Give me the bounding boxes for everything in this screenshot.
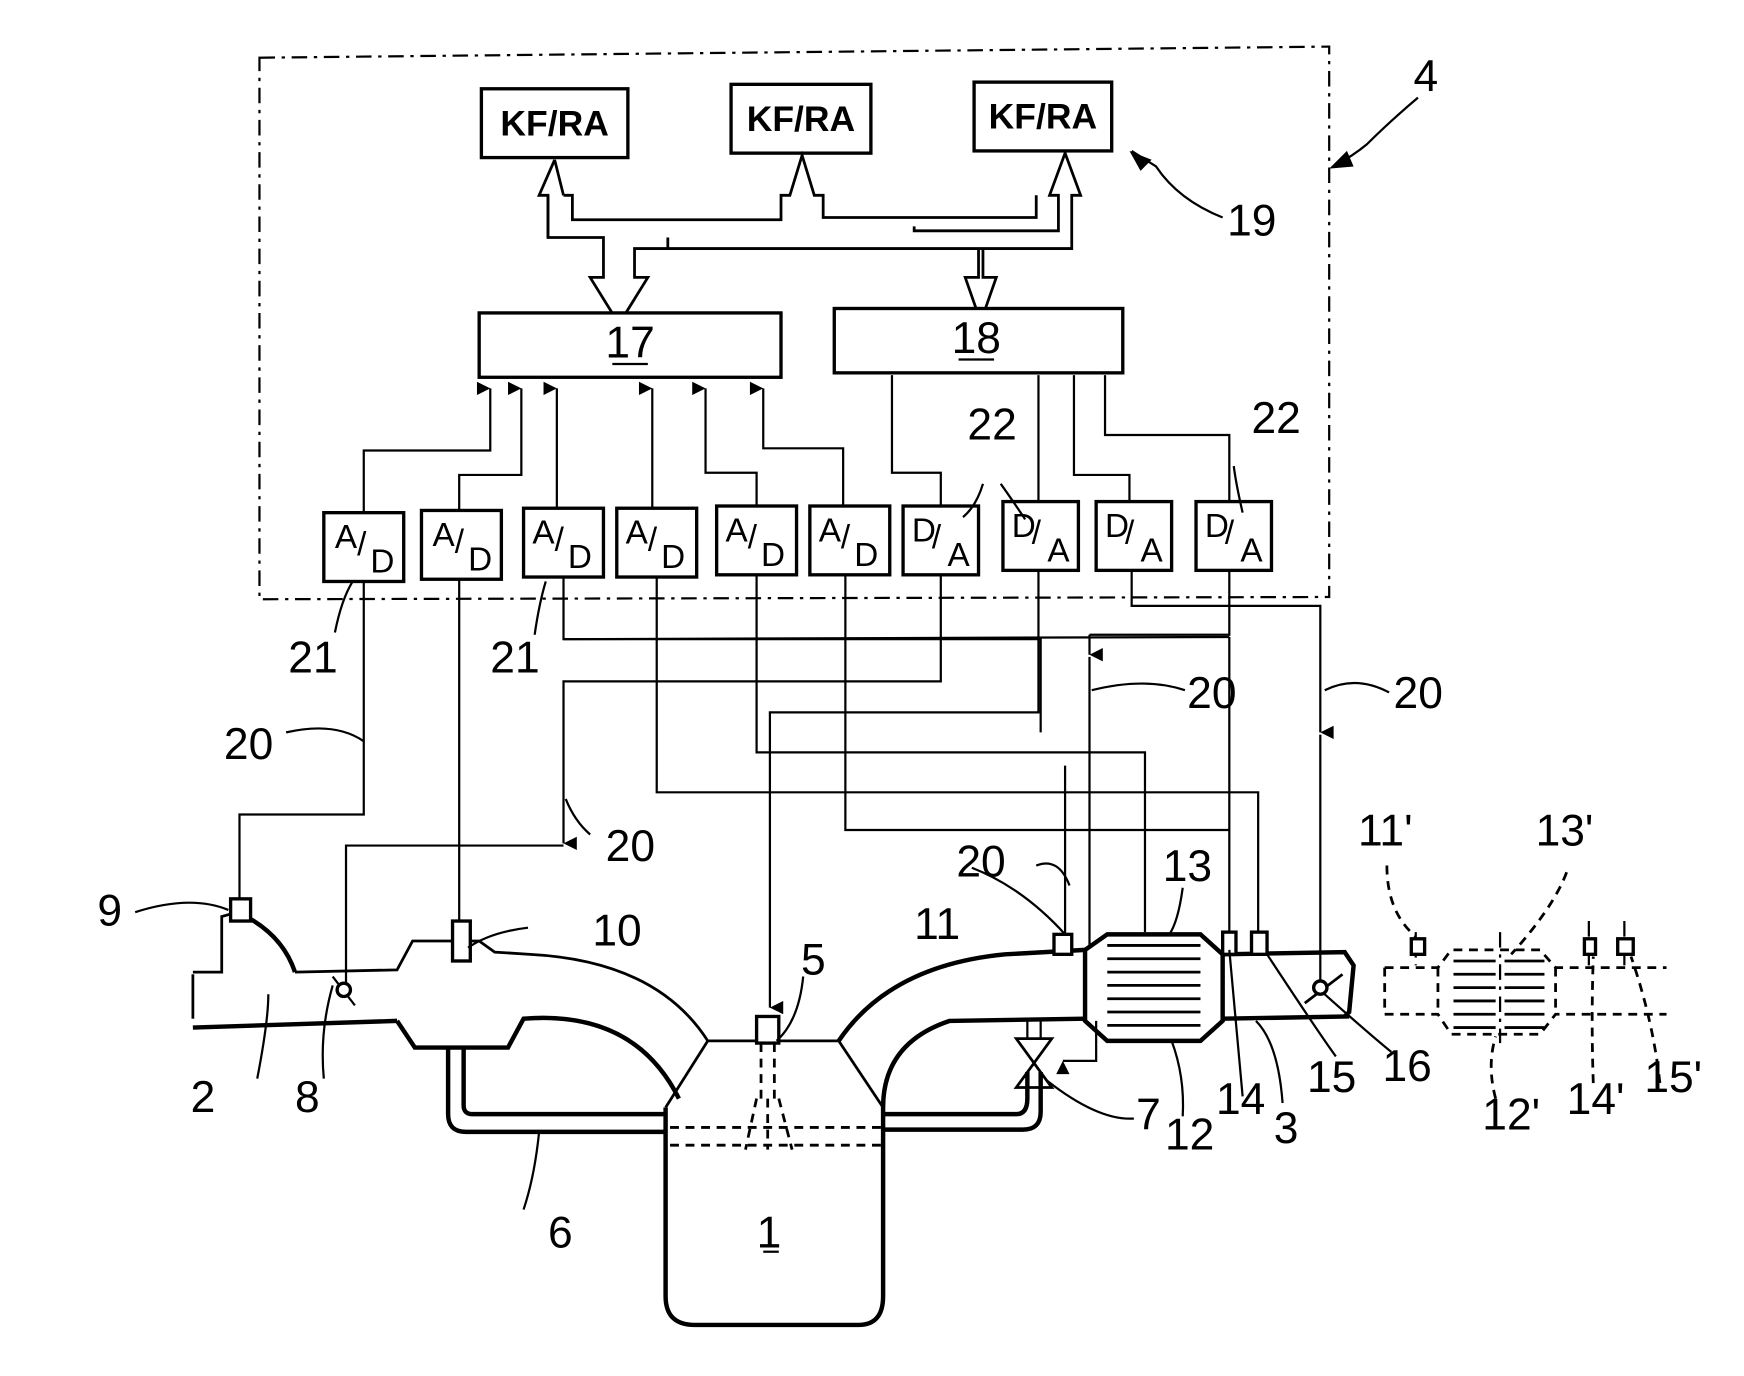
da-bus-lines xyxy=(892,375,1229,508)
engine-block xyxy=(666,1016,883,1324)
label-14-prime: 14' xyxy=(1567,1075,1625,1124)
label-8: 8 xyxy=(295,1073,320,1122)
da-converter-2: D / A xyxy=(1003,502,1078,571)
svg-text:/: / xyxy=(841,519,851,556)
svg-text:/: / xyxy=(648,521,658,558)
ad-converter-3: A / D xyxy=(524,508,604,577)
label-22a: 22 xyxy=(967,400,1016,449)
svg-text:D: D xyxy=(370,544,394,581)
svg-text:A: A xyxy=(947,537,970,574)
ad-converter-4: A / D xyxy=(617,508,697,577)
label-20b: 20 xyxy=(1187,669,1236,718)
svg-text:/: / xyxy=(1225,515,1235,552)
da-converter-1: D / A xyxy=(903,506,978,575)
svg-text:D: D xyxy=(761,537,785,574)
label-1: 1 xyxy=(757,1208,782,1257)
signal-lines xyxy=(239,570,1320,1007)
label-6: 6 xyxy=(548,1208,573,1257)
svg-text:A: A xyxy=(335,519,358,556)
processor-17: 17 xyxy=(479,313,781,377)
label-21a: 21 xyxy=(288,633,337,682)
reference-numerals: 4 19 22 22 21 21 20 20 20 20 20 9 10 5 1… xyxy=(97,52,1702,1257)
label-3: 3 xyxy=(1274,1104,1299,1153)
label-12: 12 xyxy=(1165,1111,1214,1160)
processor-17-label: 17 xyxy=(605,318,654,367)
label-14: 14 xyxy=(1216,1075,1265,1124)
svg-text:D: D xyxy=(661,539,685,576)
label-11: 11 xyxy=(914,900,960,949)
label-7: 7 xyxy=(1136,1091,1161,1140)
da-converter-4: D / A xyxy=(1196,502,1271,571)
label-13-prime: 13' xyxy=(1536,807,1594,856)
svg-text:D: D xyxy=(468,541,492,578)
svg-text:/: / xyxy=(357,526,367,563)
exhaust-system xyxy=(839,932,1354,1107)
ad-converter-1: A / D xyxy=(324,513,404,582)
label-13: 13 xyxy=(1163,842,1212,891)
label-16: 16 xyxy=(1382,1042,1431,1091)
map-block-2: KF/RA xyxy=(731,84,871,153)
svg-text:/: / xyxy=(748,519,758,556)
svg-text:A: A xyxy=(626,515,649,552)
processor-18: 18 xyxy=(834,308,1123,372)
svg-text:A: A xyxy=(433,517,456,554)
svg-text:D: D xyxy=(854,537,878,574)
svg-text:/: / xyxy=(1032,515,1042,552)
svg-text:A: A xyxy=(1141,532,1164,569)
label-15: 15 xyxy=(1307,1053,1356,1102)
svg-text:/: / xyxy=(1125,515,1135,552)
svg-text:A: A xyxy=(819,513,842,550)
label-19: 19 xyxy=(1227,196,1276,245)
svg-text:A: A xyxy=(532,515,555,552)
label-12-prime: 12' xyxy=(1482,1091,1540,1140)
svg-text:/: / xyxy=(455,524,465,561)
catalyst-fins xyxy=(1107,945,1200,1025)
label-22b: 22 xyxy=(1252,394,1301,443)
label-20a: 20 xyxy=(224,720,273,769)
label-9: 9 xyxy=(97,886,122,935)
label-20c: 20 xyxy=(1394,669,1443,718)
label-21b: 21 xyxy=(490,633,539,682)
svg-text:A: A xyxy=(726,513,749,550)
svg-text:/: / xyxy=(932,519,942,556)
label-2: 2 xyxy=(191,1073,216,1122)
label-15-prime: 15' xyxy=(1644,1053,1702,1102)
svg-text:/: / xyxy=(555,521,565,558)
label-5: 5 xyxy=(801,935,826,984)
map-block-label: KF/RA xyxy=(989,97,1097,137)
label-11-prime: 11' xyxy=(1358,807,1413,856)
map-block-label: KF/RA xyxy=(500,103,608,143)
svg-text:A: A xyxy=(1240,532,1263,569)
ad-bus-lines xyxy=(364,388,843,512)
label-20d: 20 xyxy=(606,822,655,871)
ad-converter-6: A / D xyxy=(810,506,890,575)
label-10: 10 xyxy=(592,906,641,955)
label-4: 4 xyxy=(1414,52,1439,101)
map-block-label: KF/RA xyxy=(747,99,855,139)
map-block-3: KF/RA xyxy=(974,82,1112,151)
svg-text:D: D xyxy=(568,539,592,576)
processor-18-label: 18 xyxy=(952,314,1001,363)
svg-text:A: A xyxy=(1047,532,1070,569)
da-converter-3: D / A xyxy=(1096,502,1171,571)
data-bus xyxy=(539,153,1081,324)
ad-converter-2: A / D xyxy=(421,510,501,579)
label-20e: 20 xyxy=(956,838,1005,887)
ad-converter-5: A / D xyxy=(717,506,797,575)
map-block-1: KF/RA xyxy=(481,89,627,158)
